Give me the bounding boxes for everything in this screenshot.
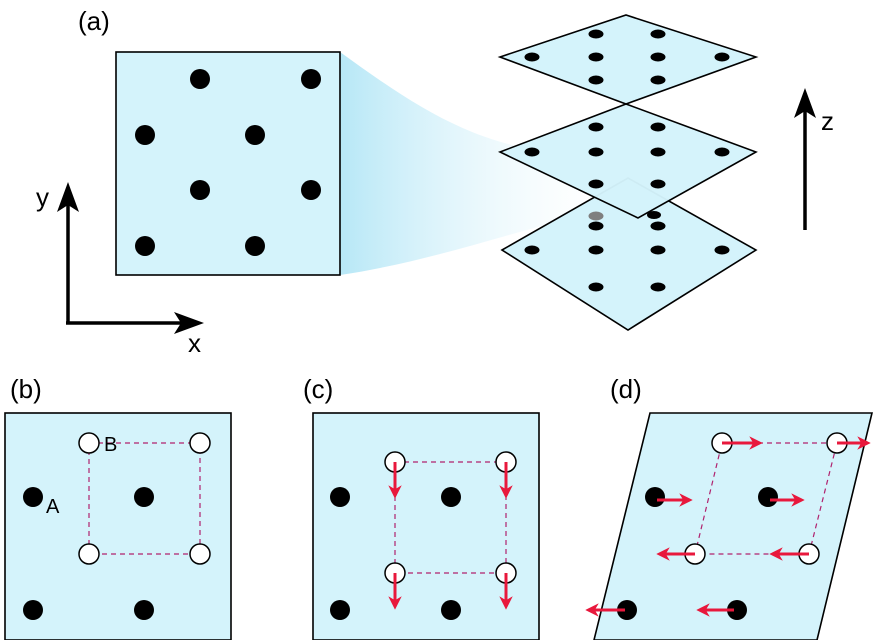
y-arrowhead: [57, 182, 79, 212]
dot: [441, 600, 461, 620]
dot: [441, 487, 461, 507]
dot: [301, 69, 321, 89]
dot: [650, 52, 666, 62]
open-site: [78, 432, 100, 454]
x-axis-label: x: [188, 328, 201, 358]
dot: [524, 245, 540, 255]
dot: [714, 147, 730, 157]
z-arrowhead: [794, 88, 816, 118]
dot: [134, 487, 154, 507]
dot: [135, 236, 155, 256]
panel-a: (a): [36, 6, 834, 358]
dot: [650, 245, 666, 255]
dot: [647, 211, 661, 219]
open-site: [78, 543, 100, 565]
dot: [524, 52, 540, 62]
z-axis: z: [794, 88, 834, 230]
dot: [190, 180, 210, 200]
z-axis-label: z: [821, 106, 834, 136]
panel-d: (d): [585, 374, 873, 640]
dot: [23, 487, 43, 507]
dot: [524, 147, 540, 157]
y-axis-label: y: [36, 182, 49, 212]
panel-c-label: (c): [303, 374, 333, 404]
panel-c: (c): [303, 374, 540, 640]
dot: [650, 282, 666, 292]
dot: [758, 487, 778, 507]
dot: [588, 245, 604, 255]
dot: [588, 29, 604, 39]
dot-shadow: [588, 211, 604, 221]
x-arrowhead: [174, 312, 204, 334]
dot: [330, 487, 350, 507]
dot: [301, 180, 321, 200]
dot: [330, 600, 350, 620]
dot: [645, 487, 665, 507]
open-site: [189, 543, 211, 565]
dot: [714, 245, 730, 255]
dot: [23, 600, 43, 620]
plane-square: [115, 51, 341, 276]
dashed-cell: [394, 461, 507, 574]
projection-beam: [340, 52, 600, 275]
dot: [650, 122, 666, 132]
dot: [650, 29, 666, 39]
dot: [134, 600, 154, 620]
plane-bottom: [500, 177, 758, 331]
dot: [650, 147, 666, 157]
open-site: [189, 432, 211, 454]
dot: [727, 600, 747, 620]
panel-a-label: (a): [78, 6, 110, 36]
dot: [588, 122, 604, 132]
dot: [650, 221, 666, 231]
site-a-label: A: [46, 496, 60, 518]
dot: [588, 52, 604, 62]
dot: [714, 52, 730, 62]
dot: [135, 125, 155, 145]
panel-b-label: (b): [10, 374, 42, 404]
plane-top: [497, 14, 759, 105]
dot: [588, 179, 604, 189]
dot: [588, 75, 604, 85]
dot: [245, 236, 265, 256]
dot: [617, 600, 637, 620]
site-b-label: B: [104, 434, 117, 456]
dot: [190, 69, 210, 89]
plane-middle: [497, 103, 758, 221]
dot: [588, 221, 604, 231]
panel-d-label: (d): [610, 374, 642, 404]
dot: [245, 125, 265, 145]
dashed-cell: [88, 442, 201, 555]
panel-b: (b) A B: [4, 374, 232, 640]
dot: [588, 282, 604, 292]
dot: [650, 179, 666, 189]
dot: [588, 147, 604, 157]
xy-axes: y x: [36, 182, 204, 358]
dot: [650, 75, 666, 85]
